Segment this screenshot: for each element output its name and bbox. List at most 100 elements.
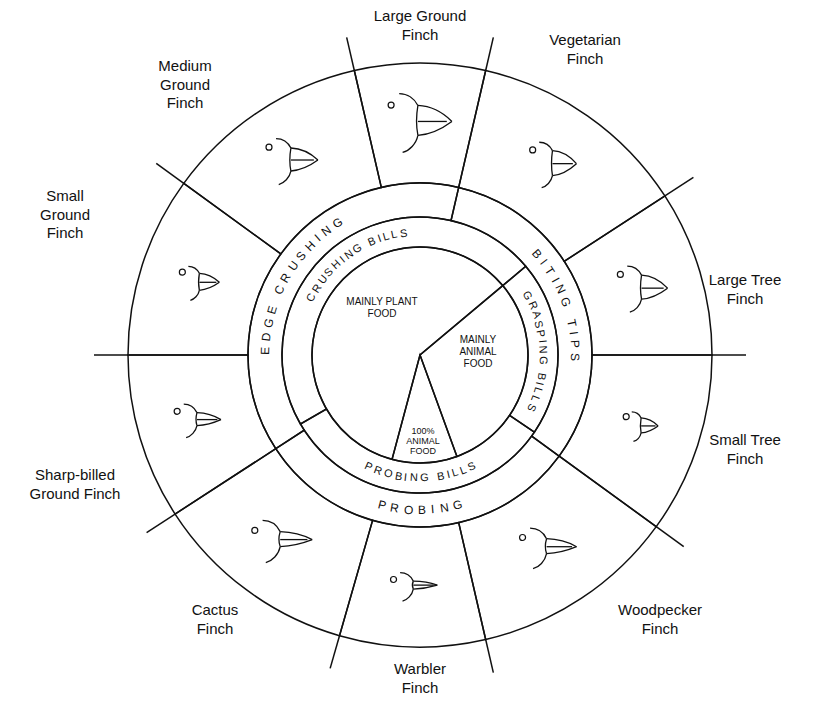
arc-letter: D: [260, 332, 273, 342]
sector-path: [503, 266, 558, 432]
arc-letter: S: [533, 319, 545, 329]
arc-letter: G: [559, 296, 573, 309]
arc-letter: N: [553, 283, 568, 296]
bill-outline: [640, 418, 642, 433]
bill-outline: [418, 105, 452, 121]
arc-letter: B: [535, 372, 547, 381]
bill-outline: [641, 418, 658, 426]
arc-letter: T: [565, 318, 578, 328]
bird-eye: [391, 577, 397, 583]
divider-line: [347, 37, 355, 70]
diet-sector: 100% ANIMAL FOOD: [390, 353, 459, 465]
bird-eye: [617, 271, 623, 277]
finch-name: Small Ground Finch: [33, 187, 97, 243]
arc-letter: B: [394, 470, 403, 482]
bill-outline: [418, 121, 452, 135]
arc-letter: G: [452, 498, 464, 512]
sector-path: [392, 355, 457, 463]
arc-letter: E: [259, 346, 271, 354]
bill-outline: [188, 266, 199, 273]
sector-path: [128, 355, 276, 514]
arc-letter: P: [535, 329, 547, 338]
bill-outline: [280, 532, 312, 540]
bill-outline: [403, 589, 414, 601]
diet-sector: MAINLY ANIMAL FOOD: [418, 283, 530, 459]
sector-outline: [126, 181, 283, 358]
finch-name: Woodpecker Finch: [608, 601, 712, 639]
bill-outline: [542, 176, 553, 188]
bill-outline: [418, 121, 447, 122]
finch-name: Warbler Finch: [384, 660, 456, 698]
bird-eye: [174, 408, 180, 414]
bill-outline: [400, 573, 413, 581]
sector-outline: [562, 193, 714, 357]
finch-sector: Cactus Finch: [173, 446, 375, 638]
bill-outline: [199, 282, 219, 290]
arc-letter: U: [286, 259, 301, 273]
bill-outline: [197, 420, 221, 426]
arc-letter: [431, 472, 435, 483]
arc-letter: R: [278, 271, 293, 284]
bird-eye: [388, 102, 394, 108]
arc-letter: G: [331, 216, 345, 231]
diet-label: 100% ANIMAL FOOD: [402, 427, 444, 457]
sector-path: [559, 355, 712, 527]
arc-letter: O: [404, 503, 414, 516]
divider-line: [665, 177, 694, 196]
bill-outline: [280, 539, 307, 540]
arc-letter: S: [294, 249, 308, 263]
sector-path: [184, 70, 382, 253]
divider-line: [712, 354, 746, 356]
arc-letter: I: [534, 381, 545, 387]
arc-letter: G: [261, 318, 275, 330]
arc-letter: N: [320, 224, 334, 239]
arc-letter: R: [372, 464, 383, 477]
arc-letter: L: [450, 467, 459, 479]
bill-outline: [195, 413, 197, 426]
bill-outline: [291, 159, 314, 160]
finch-name: Vegetarian Finch: [539, 31, 631, 69]
arc-letter: E: [265, 305, 279, 316]
bill-outline: [417, 105, 418, 135]
bill-outline: [199, 282, 216, 283]
finch-name: Medium Ground Finch: [152, 57, 218, 113]
finch-bill: [252, 520, 312, 562]
finch-sector: Medium Ground Finch: [181, 68, 384, 256]
arc-letter: G: [537, 356, 548, 365]
bill-outline: [279, 171, 291, 185]
arc-letter: [537, 366, 548, 370]
finch-bill: [520, 528, 577, 569]
sector-outline: [352, 61, 488, 190]
bill-outline: [641, 426, 658, 433]
arc-letter: P: [376, 498, 387, 512]
diet-label: MAINLY PLANT FOOD: [342, 296, 422, 320]
diet-label: MAINLY ANIMAL FOOD: [455, 334, 501, 370]
bill-outline: [547, 547, 577, 554]
bill-outline: [403, 135, 418, 152]
divider-line: [486, 640, 494, 673]
bill-outline: [641, 425, 655, 426]
sector-outline: [557, 353, 714, 529]
bill-outline: [552, 151, 576, 164]
sector-path: [340, 520, 486, 647]
arc-letter: N: [439, 502, 449, 515]
arc-letter: H: [303, 238, 318, 253]
finch-bill: [266, 139, 318, 185]
finch-name: Large Ground Finch: [360, 7, 480, 45]
bird-eye: [266, 144, 272, 150]
bill-outline: [539, 142, 552, 150]
sector-path: [128, 183, 281, 355]
bird-eye: [623, 414, 629, 420]
arc-letter: S: [525, 401, 538, 412]
arc-letter: L: [532, 386, 544, 395]
divider-line: [147, 514, 176, 533]
bill-outline: [633, 433, 641, 442]
finch-sector: Small Ground Finch: [126, 181, 283, 358]
bill-outline: [530, 528, 547, 539]
arc-letter: S: [569, 353, 581, 361]
arc-letter: I: [404, 472, 408, 483]
bird-eye: [252, 527, 258, 533]
arc-letter: B: [418, 504, 426, 516]
arc-letter: L: [390, 229, 398, 241]
